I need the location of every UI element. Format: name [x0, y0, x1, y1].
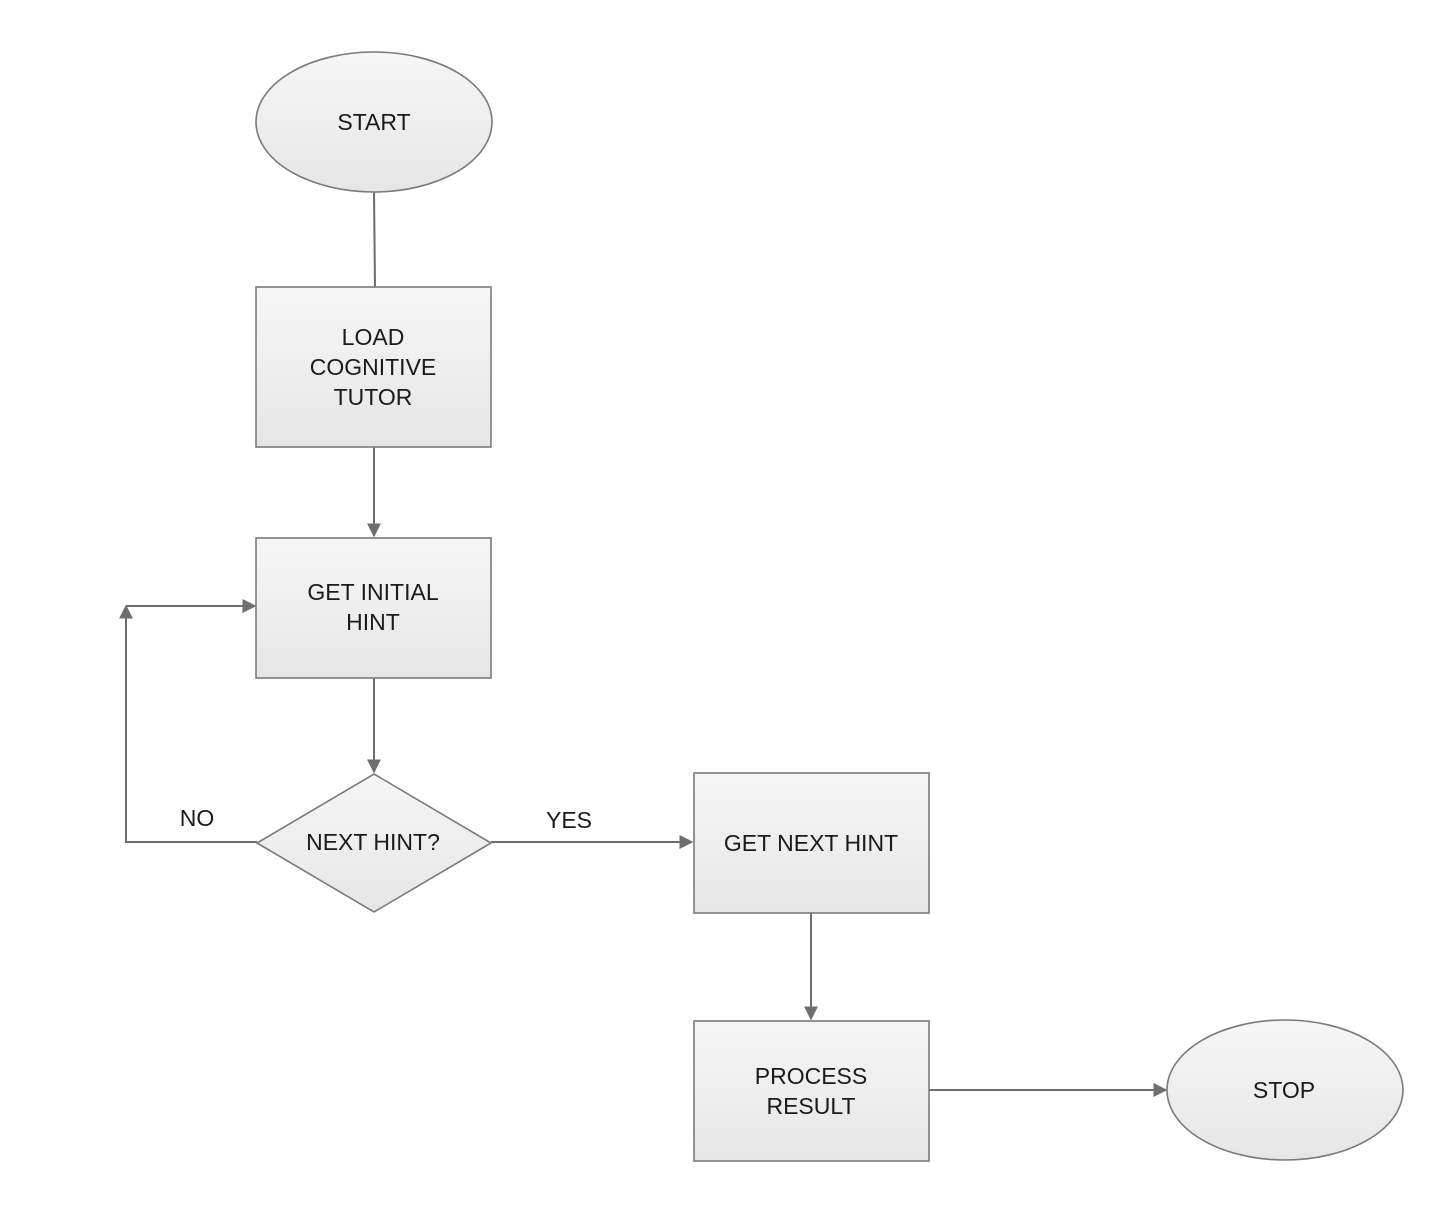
next-hint-decision-node: NEXT HINT?: [255, 773, 493, 913]
load-cognitive-tutor-node: LOAD COGNITIVE TUTOR: [255, 286, 492, 448]
next-hint-label: GET NEXT HINT: [724, 830, 898, 856]
start-label: START: [337, 109, 410, 135]
get-next-hint-node: GET NEXT HINT: [693, 772, 930, 914]
edge-label-no: NO: [180, 805, 215, 831]
start-node: START: [255, 51, 493, 193]
edge-decision-no-loop: [119, 604, 257, 843]
get-initial-hint-node: GET INITIAL HINT: [255, 537, 492, 679]
process-label-line-2: RESULT: [766, 1093, 855, 1119]
decision-label: NEXT HINT?: [306, 829, 440, 855]
load-label-line-1: LOAD: [342, 324, 405, 350]
load-label-line-2: COGNITIVE: [310, 354, 437, 380]
initial-label-line-2: HINT: [346, 609, 400, 635]
process-result-node: PROCESS RESULT: [693, 1020, 930, 1162]
process-label-line-1: PROCESS: [755, 1063, 867, 1089]
edge-start-to-load: [373, 191, 376, 288]
edge-label-yes: YES: [546, 807, 592, 833]
stop-node: STOP: [1166, 1019, 1404, 1161]
load-label-line-3: TUTOR: [334, 384, 413, 410]
stop-label: STOP: [1253, 1077, 1315, 1103]
initial-label-line-1: GET INITIAL: [307, 579, 438, 605]
